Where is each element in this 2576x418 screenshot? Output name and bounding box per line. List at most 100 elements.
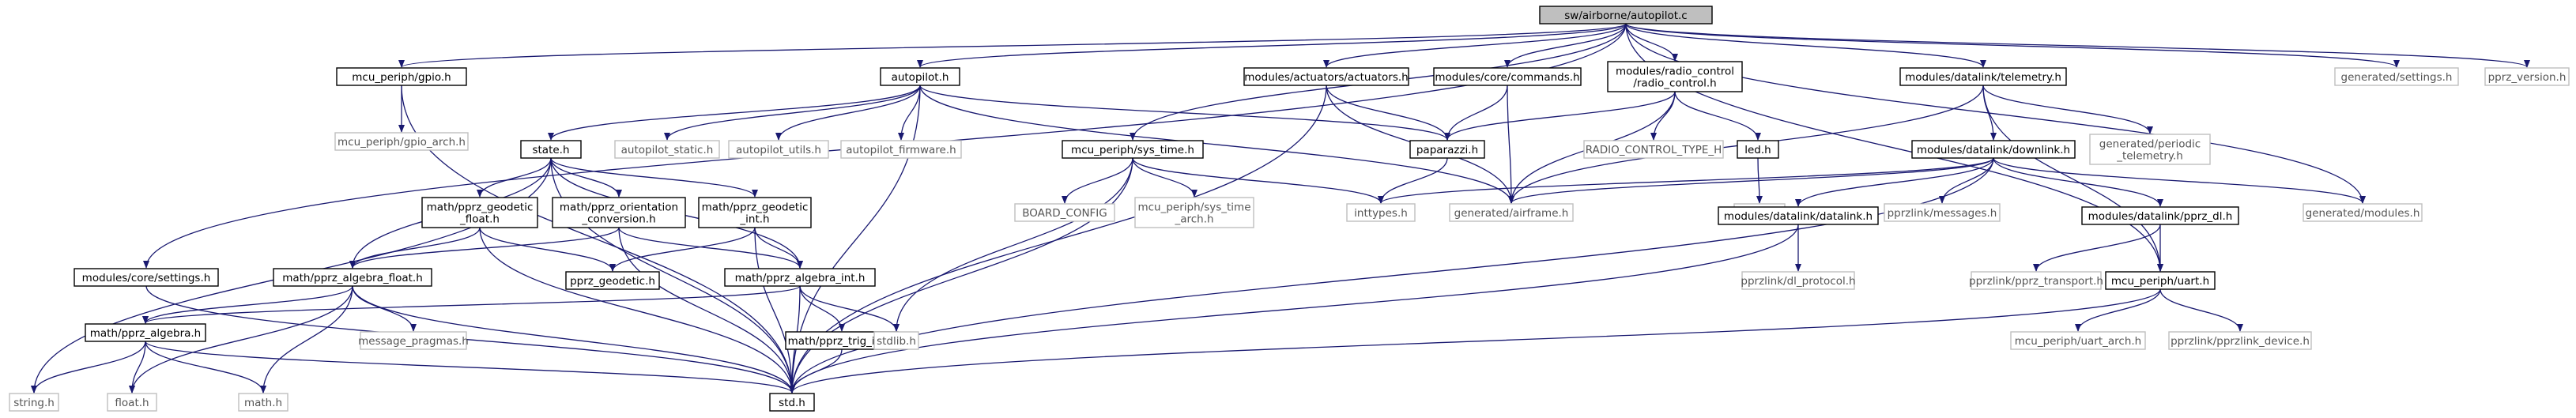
- edge-root-to-actuators: [1323, 23, 1627, 68]
- node-root[interactable]: sw/airborne/autopilot.c: [1539, 6, 1713, 24]
- node-box: [1607, 61, 1743, 92]
- node-sys-time[interactable]: mcu_periph/sys_time.h: [1062, 140, 1204, 159]
- node-box: [728, 140, 829, 159]
- edge-trig_int-to-std: [789, 348, 843, 394]
- edge-commands-to-gen_airframe: [1507, 85, 1514, 204]
- node-core-settings[interactable]: modules/core/settings.h: [74, 268, 219, 287]
- edge-geo_float-to-std: [479, 227, 795, 394]
- node-pprz-geodetic[interactable]: pprz_geodetic.h: [565, 271, 660, 290]
- node-gen-settings: generated/settings.h: [2334, 67, 2459, 86]
- node-alg-int[interactable]: math/pprz_algebra_int.h: [724, 268, 876, 287]
- node-label: mcu_periph/uart_arch.h: [2015, 335, 2142, 348]
- node-ap-utils: autopilot_utils.h: [728, 140, 829, 159]
- edge-state-to-orient: [550, 157, 622, 198]
- edge-actuators-to-paparazzi: [1326, 85, 1450, 141]
- node-pprz-algebra[interactable]: math/pprz_algebra.h: [85, 323, 206, 342]
- node-label: _conversion.h: [581, 213, 655, 226]
- edge-geo_float-to-alg_float: [349, 227, 481, 269]
- node-box: [1899, 67, 2067, 86]
- node-box: [873, 331, 919, 350]
- file-nodes: sw/airborne/autopilot.c mcu_periph/gpio.h…: [9, 6, 2570, 412]
- node-label: pprzlink/pprz_transport.h: [1969, 275, 2103, 288]
- edge-orient-to-std: [618, 227, 795, 394]
- node-led[interactable]: led.h: [1737, 140, 1779, 159]
- node-label: autopilot_utils.h: [736, 144, 821, 156]
- node-box: [1583, 140, 1724, 159]
- node-gen-modules: generated/modules.h: [2303, 203, 2423, 222]
- edge-downlink-to-inttypes: [1378, 157, 1994, 204]
- node-box: [1243, 67, 1409, 86]
- edge-pprz_algebra-to-std: [145, 341, 795, 394]
- node-label: autopilot_static.h: [621, 144, 714, 156]
- node-pprzlink-messages: pprzlink/messages.h: [1884, 203, 2001, 222]
- node-label: mcu_periph/sys_time: [1137, 201, 1250, 214]
- edge-autopilot_h-to-paparazzi: [919, 85, 1450, 141]
- node-label: message_pragmas.h: [358, 335, 469, 348]
- node-box: [85, 323, 206, 342]
- node-label: modules/core/commands.h: [1435, 71, 1579, 84]
- edge-state-to-geo_int: [550, 157, 758, 198]
- node-gpio[interactable]: mcu_periph/gpio.h: [336, 67, 467, 86]
- node-box: [1062, 140, 1204, 159]
- edge-sys_time-to-board_config: [1062, 157, 1133, 204]
- edge-root-to-gpio: [398, 23, 1627, 68]
- node-box: [2089, 134, 2211, 165]
- node-sys-time-arch: mcu_periph/sys_time_arch.h: [1134, 197, 1254, 228]
- node-trig-int[interactable]: math/pprz_trig_int.h: [785, 331, 899, 350]
- node-alg-float[interactable]: math/pprz_algebra_float.h: [273, 268, 432, 287]
- node-pprz-dl[interactable]: modules/datalink/pprz_dl.h: [2081, 206, 2239, 225]
- node-ap-firmware: autopilot_firmware.h: [840, 140, 962, 159]
- node-downlink[interactable]: modules/datalink/downlink.h: [1911, 140, 2076, 159]
- node-gen-airframe: generated/airframe.h: [1449, 203, 1574, 222]
- node-inttypes: inttypes.h: [1346, 203, 1416, 222]
- node-label: mcu_periph/gpio_arch.h: [338, 136, 466, 149]
- node-label: autopilot_firmware.h: [846, 144, 956, 156]
- edge-uart-to-pprzlink_device: [2159, 288, 2243, 332]
- node-geo-int[interactable]: math/pprz_geodetic_int.h: [698, 197, 812, 228]
- node-box: [74, 268, 219, 287]
- node-autopilot-h[interactable]: autopilot.h: [880, 67, 960, 86]
- node-label: modules/actuators/actuators.h: [1244, 71, 1408, 84]
- edge-sys_time-to-sys_time_arch: [1132, 157, 1197, 198]
- node-string: string.h: [9, 393, 59, 412]
- node-dl-datalink[interactable]: modules/datalink/datalink.h: [1718, 206, 1879, 225]
- node-box: [336, 67, 467, 86]
- node-rc-type: RADIO_CONTROL_TYPE_H: [1583, 140, 1724, 159]
- node-box: [1718, 206, 1879, 225]
- node-box: [1884, 203, 2001, 222]
- edge-paparazzi-to-inttypes: [1378, 157, 1448, 204]
- edge-alg_int-to-stdlib: [799, 285, 900, 332]
- node-label: mcu_periph/gpio.h: [352, 71, 451, 84]
- node-actuators[interactable]: modules/actuators/actuators.h: [1243, 67, 1409, 86]
- node-paparazzi[interactable]: paparazzi.h: [1409, 140, 1485, 159]
- edge-downlink-to-dl_datalink: [1795, 157, 1994, 207]
- node-telemetry[interactable]: modules/datalink/telemetry.h: [1899, 67, 2067, 86]
- node-box: [2484, 67, 2570, 86]
- node-box: [1539, 6, 1713, 24]
- node-box: [2010, 331, 2146, 350]
- node-label: string.h: [13, 397, 55, 409]
- node-box: [1346, 203, 1416, 222]
- node-box: [1741, 271, 1855, 290]
- node-label: math/pprz_trig_int.h: [788, 335, 896, 348]
- node-box: [1911, 140, 2076, 159]
- edge-state-to-geo_float: [477, 157, 552, 198]
- node-label: modules/datalink/pprz_dl.h: [2088, 210, 2233, 223]
- node-geo-float[interactable]: math/pprz_geodetic_float.h: [421, 197, 538, 228]
- node-label: state.h: [532, 144, 569, 156]
- node-label: _int.h: [739, 213, 769, 226]
- edge-commands-to-paparazzi: [1444, 85, 1508, 141]
- node-state[interactable]: state.h: [520, 140, 582, 159]
- edge-sys_time-to-inttypes: [1132, 157, 1384, 204]
- node-uart[interactable]: mcu_periph/uart.h: [2105, 271, 2216, 290]
- node-gpio-arch: mcu_periph/gpio_arch.h: [334, 132, 469, 151]
- node-radio[interactable]: modules/radio_control/radio_control.h: [1607, 61, 1743, 92]
- node-commands[interactable]: modules/core/commands.h: [1433, 67, 1582, 86]
- node-label: sw/airborne/autopilot.c: [1564, 9, 1687, 22]
- edge-pprz_algebra-to-string: [31, 341, 146, 394]
- node-std[interactable]: std.h: [769, 393, 815, 412]
- node-orient[interactable]: math/pprz_orientation_conversion.h: [552, 197, 686, 228]
- edge-autopilot_h-to-gen_airframe: [919, 85, 1514, 204]
- node-label: RADIO_CONTROL_TYPE_H: [1586, 144, 1722, 156]
- edge-pprz_algebra-to-math: [145, 341, 266, 394]
